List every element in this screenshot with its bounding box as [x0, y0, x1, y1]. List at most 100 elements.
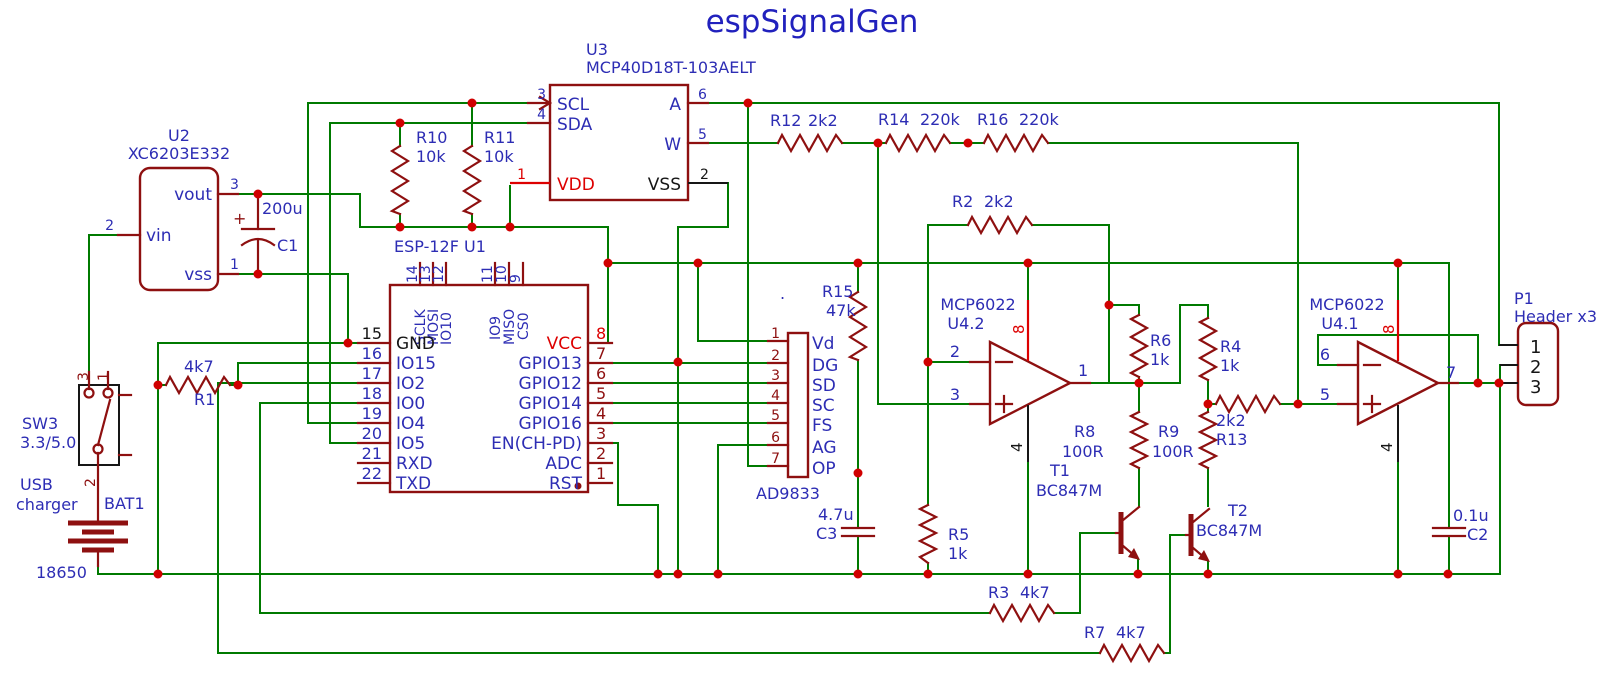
r1-value: 4k7	[184, 357, 214, 376]
r9-ref: R9	[1158, 422, 1179, 441]
u3-ref: U3	[586, 40, 608, 59]
u42-num-inv: 2	[950, 342, 960, 361]
r7-ref: R7	[1084, 623, 1105, 642]
u3-num-sda: 4	[537, 107, 546, 123]
esp-right-num-4: 4	[596, 404, 606, 423]
u3-num-w: 5	[698, 127, 707, 143]
esp-pin1-dot	[574, 482, 582, 490]
ad-num-5: 5	[771, 408, 780, 424]
stray-dot: .	[780, 284, 785, 303]
sw3-num-1: 1	[96, 372, 112, 381]
esp-right-label-rst: RST	[549, 474, 583, 494]
esp-top-label-sclk: SCLK	[413, 309, 429, 345]
u41-num-vplus: 8	[1380, 324, 1398, 334]
r1-ref: R1	[194, 390, 215, 409]
u42-num-nin: 3	[950, 385, 960, 404]
esp-right-num-3: 3	[596, 424, 606, 443]
wires	[88, 102, 1501, 654]
u3-num-a: 6	[698, 87, 707, 103]
esp-right-num-1: 1	[596, 464, 606, 483]
r14-ref: R14	[878, 110, 909, 129]
sw3-num-3: 3	[76, 372, 92, 381]
ad9833-body	[786, 331, 810, 479]
esp-right-num-2: 2	[596, 444, 606, 463]
c1-ref: C1	[277, 236, 298, 255]
ad-label-vd: Vd	[812, 334, 834, 354]
r11-value: 10k	[484, 147, 514, 166]
r16-ref: R16	[977, 110, 1008, 129]
esp-left-num-20: 20	[362, 424, 382, 443]
c2-ref: C2	[1467, 525, 1488, 544]
r5-ref: R5	[948, 525, 969, 544]
esp-top-label-io9: IO9	[488, 316, 504, 340]
u3-pin-sda: SDA	[557, 115, 593, 135]
esp-left-label-gnd: GND	[396, 334, 435, 354]
r4-ref: R4	[1220, 337, 1241, 356]
u41-num-vminus: 4	[1378, 442, 1396, 452]
u3-num-vdd: 1	[517, 167, 526, 183]
u2-num-1: 1	[230, 257, 239, 273]
c1-plus: +	[233, 209, 246, 228]
r12-ref: R12	[770, 111, 801, 130]
u3-part: MCP40D18T-103AELT	[586, 58, 756, 77]
r9-value: 100R	[1152, 442, 1194, 461]
p1-num-2: 2	[1530, 357, 1541, 378]
t1-part: BC847M	[1036, 481, 1102, 500]
esp-left-num-18: 18	[362, 384, 382, 403]
esp-right-label-adc: ADC	[545, 454, 582, 474]
ad-num-3: 3	[771, 368, 780, 384]
esp-right-label-gpio12: GPIO12	[519, 374, 582, 394]
u42-num-out: 1	[1078, 361, 1088, 380]
esp-right-num-5: 5	[596, 384, 606, 403]
u41-num-out: 7	[1446, 363, 1456, 382]
bat1-value: 18650	[36, 563, 87, 582]
ad-label-op: OP	[812, 459, 836, 479]
r6-value: 1k	[1150, 350, 1170, 369]
u42-num-vminus: 4	[1008, 442, 1026, 452]
esp-right-label-gpio14: GPIO14	[519, 394, 582, 414]
esp-left-num-19: 19	[362, 404, 382, 423]
u42-part: MCP6022	[940, 295, 1015, 314]
r13-ref: R13	[1216, 430, 1247, 449]
ad-num-7: 7	[771, 451, 780, 467]
r4-value: 1k	[1220, 356, 1240, 375]
r15-value: 47k	[826, 301, 856, 320]
u42-ref: U4.2	[947, 314, 984, 333]
esp-left-label-io5: IO5	[396, 434, 425, 454]
r3-value: 4k7	[1020, 583, 1050, 602]
esp-right-num-8: 8	[596, 324, 606, 343]
usb-caption-2: charger	[16, 495, 78, 514]
esp-left-label-io0: IO0	[396, 394, 425, 414]
u2-part: XC6203E332	[128, 144, 230, 163]
u41-body	[1356, 340, 1441, 426]
page-title: espSignalGen	[706, 4, 919, 40]
p1-part: Header x3	[1514, 307, 1597, 326]
r11-ref: R11	[484, 128, 515, 147]
esp-ref: ESP-12F U1	[394, 237, 486, 256]
r16-value: 220k	[1019, 110, 1060, 129]
esp-top-label-io10: IO10	[439, 312, 455, 345]
usb-caption-1: USB	[20, 475, 53, 494]
u41-ref: U4.1	[1321, 314, 1358, 333]
u41-num-inv: 6	[1320, 345, 1330, 364]
r7-value: 4k7	[1116, 623, 1146, 642]
esp-top-num-9: 9	[508, 274, 524, 283]
esp-left-label-txd: TXD	[395, 474, 431, 494]
esp-right-label-gpio16: GPIO16	[519, 414, 582, 434]
u2-body	[138, 166, 220, 292]
bat1-ref: BAT1	[104, 494, 145, 513]
r5-value: 1k	[948, 544, 968, 563]
r6-ref: R6	[1150, 331, 1171, 350]
ad-label-fs: FS	[812, 416, 832, 436]
u42-num-vplus: 8	[1010, 324, 1028, 334]
ad9833-ref: AD9833	[756, 484, 820, 503]
esp-top-num-13: 13	[418, 265, 434, 283]
u41-num-nin: 5	[1320, 385, 1330, 404]
r2-value: 2k2	[984, 192, 1014, 211]
esp-left-num-15: 15	[362, 324, 382, 343]
labels: espSignalGen U2 XC6203E332 vout vin vss …	[16, 4, 1597, 642]
c3-value: 4.7u	[818, 505, 854, 524]
u3-pin-w: W	[664, 135, 681, 155]
t2-part: BC847M	[1196, 521, 1262, 540]
t1-ref: T1	[1049, 461, 1070, 480]
